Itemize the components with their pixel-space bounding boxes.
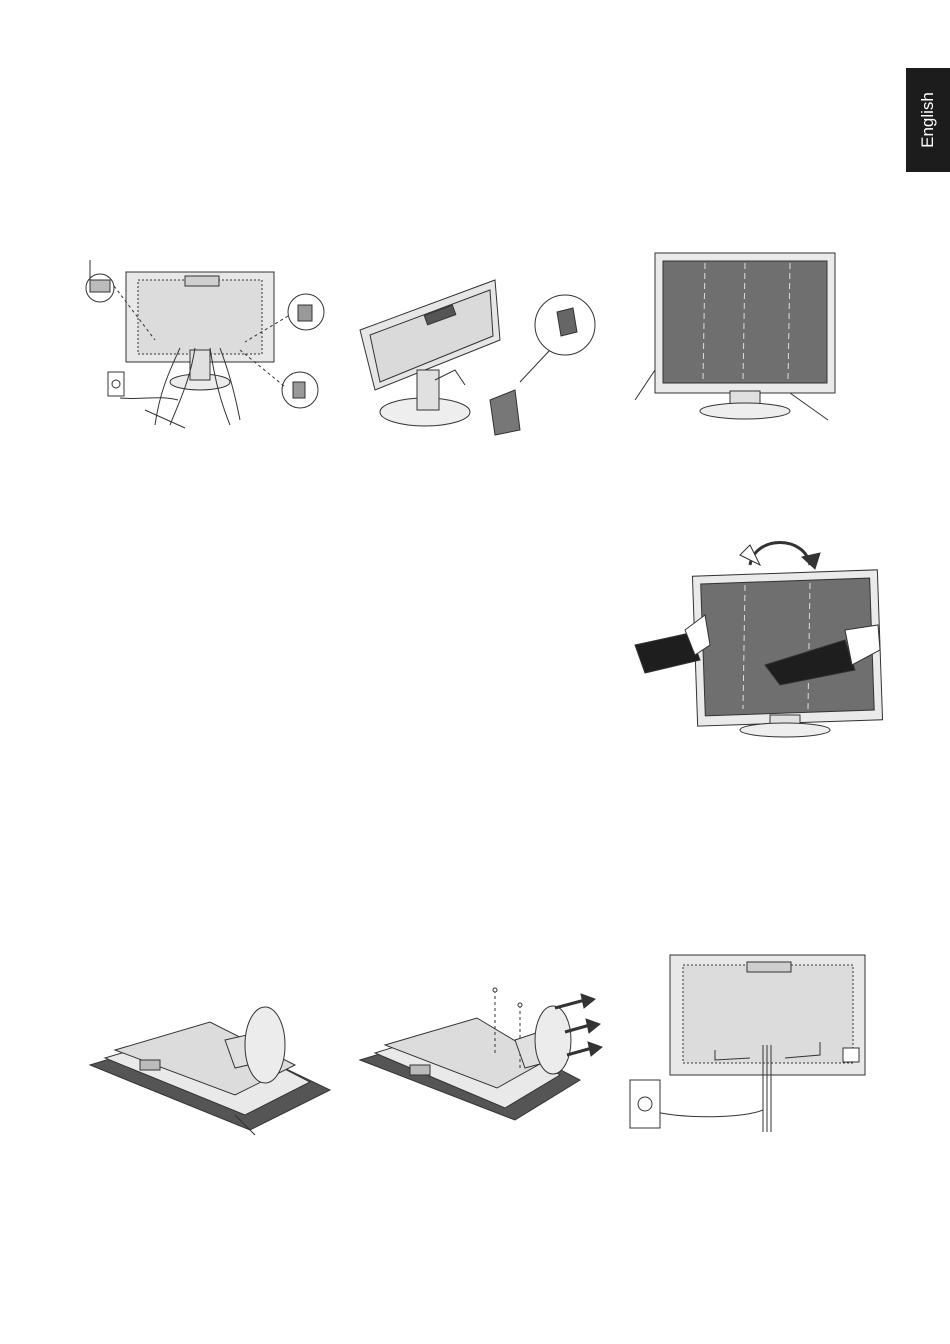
stand-removal-figure	[355, 980, 615, 1130]
language-tab: English	[906, 68, 950, 172]
screen-rotation-figure	[630, 525, 890, 740]
cable-connection-figure	[60, 250, 350, 435]
monitor-front-figure	[630, 245, 850, 430]
rear-power-cable-figure	[625, 950, 870, 1135]
monitor-face-down-figure	[85, 1000, 335, 1140]
cable-cover-figure	[355, 270, 615, 440]
language-tab-label: English	[918, 92, 938, 148]
